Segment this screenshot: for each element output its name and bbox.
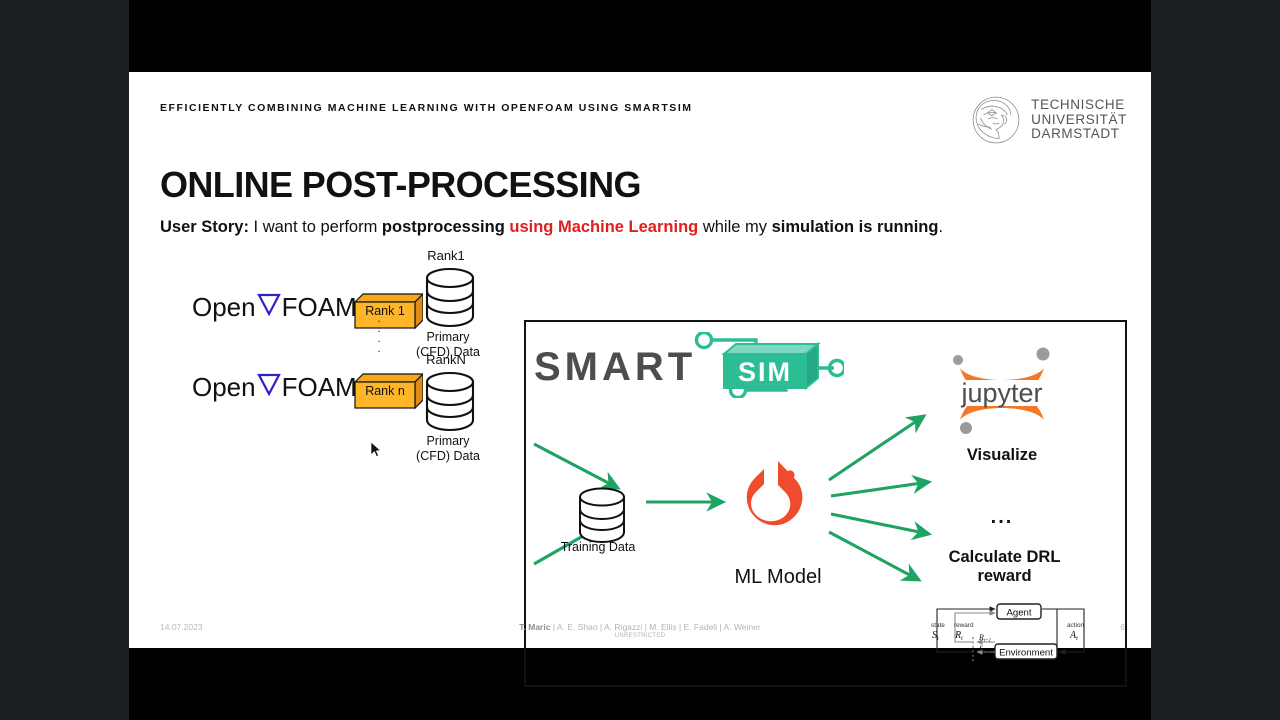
openfoam-label-2-post: FOAM [281,372,357,402]
rl-reward-label: reward [954,622,974,629]
tu-darmstadt-wordmark: TECHNISCHE UNIVERSITÄT DARMSTADT [1031,98,1127,142]
drl-caption-line2: reward [977,567,1032,585]
athena-head-icon [972,96,1020,144]
tu-darmstadt-logo: TECHNISCHE UNIVERSITÄT DARMSTADT [970,94,1127,146]
user-story-highlight: using Machine Learning [509,218,699,236]
rl-state-symbol: St [932,630,939,642]
rank-box-1-label: Rank 1 [365,304,405,318]
training-data-cylinder [577,486,627,549]
database-cylinder-2 [424,370,476,437]
database-cylinder-1 [424,266,476,333]
jupyter-logo: jupyter [942,346,1062,436]
rl-loop-inset: Agent Environment [929,595,1094,667]
rank-box-2: Rank n [349,372,425,410]
user-story-part1: I want to perform [248,218,382,236]
db-caption-1: Primary (CFD) Data [407,330,489,360]
rl-state-label: state [931,622,945,629]
footer-page-number: 6 [1120,622,1125,632]
footer-classification: UNRESTRICTED [614,633,666,639]
drl-reward-caption: Calculate DRL reward [912,548,1097,586]
smartsim-logo: SMART SIM [534,330,847,400]
user-story-period: . [938,218,944,236]
rl-agent-label: Agent [1006,608,1031,619]
jupyter-wordmark: jupyter [960,378,1042,408]
smartsim-box-word: SIM [738,357,792,387]
page-title: ONLINE POST-PROCESSING [160,164,641,205]
rl-action-symbol: At [1069,630,1078,642]
openfoam-label-2-pre: Open [192,372,256,402]
vertical-ellipsis: .... [377,313,381,355]
user-story-bold1: postprocessing [381,218,505,236]
db-caption-2-line1: Primary [426,434,470,448]
architecture-diagram: Open FOAM Rank 1 Rank1 [129,248,1151,687]
openfoam-logo-2: Open FOAM [192,372,357,403]
db-caption-2-line2: (CFD) Data [416,449,480,463]
visualize-caption: Visualize [966,446,1038,464]
pytorch-flame-icon [742,458,814,538]
slide-header-text: EFFICIENTLY COMBINING MACHINE LEARNING W… [160,102,693,114]
tud-line-1: TECHNISCHE [1031,97,1125,113]
arrow-layer [533,414,933,582]
rl-next-state-symbol: St+1 [979,644,990,655]
footer-author-primary: T. Maric [519,622,551,632]
ml-model-label: ML Model [734,566,822,588]
rank-box-2-label: Rank n [365,384,405,398]
db-title-1: Rank1 [427,248,465,263]
letterbox-top [129,0,1151,72]
letterbox-bottom [129,648,1151,720]
drl-caption-line1: Calculate DRL [948,548,1061,566]
mouse-cursor [370,441,382,458]
training-data-label: Training Data [560,540,636,554]
nabla-triangle-icon-2 [256,372,281,403]
openfoam-logo-1: Open FOAM [192,292,357,323]
openfoam-label-1-post: FOAM [281,292,357,322]
footer-date: 14.07.2023 [160,622,203,632]
smartsim-word: SMART [534,345,696,389]
ellipsis-caption: ... [990,506,1014,528]
db-caption-1-line2: (CFD) Data [416,345,480,359]
rl-next-reward-symbol: Rt+1 [978,633,991,644]
footer-authors: T. Maric | A. E. Shao | A. Rigazzi | M. … [129,622,1151,632]
nabla-triangle-icon-1 [256,292,281,323]
tud-line-2: UNIVERSITÄT [1031,111,1127,127]
rl-action-label: action [1067,622,1084,629]
db-caption-2: Primary (CFD) Data [407,434,489,464]
user-story-part2: while my [698,218,772,236]
tud-line-3: DARMSTADT [1031,126,1120,142]
rl-environment-label: Environment [999,648,1053,659]
footer-author-rest: | A. E. Shao | A. Rigazzi | M. Ellis | E… [550,622,761,632]
user-story-line: User Story: I want to perform postproces… [160,218,943,237]
smartsim-boundary-panel [524,320,1127,687]
db-title-2-top: RankN [426,352,466,367]
user-story-label: User Story: [160,218,249,236]
presentation-slide: EFFICIENTLY COMBINING MACHINE LEARNING W… [129,72,1151,687]
user-story-bold2: simulation is running [771,218,939,236]
db-caption-1-line1: Primary [426,330,470,344]
openfoam-label-1-pre: Open [192,292,256,322]
rl-reward-symbol: Rt [954,630,963,642]
